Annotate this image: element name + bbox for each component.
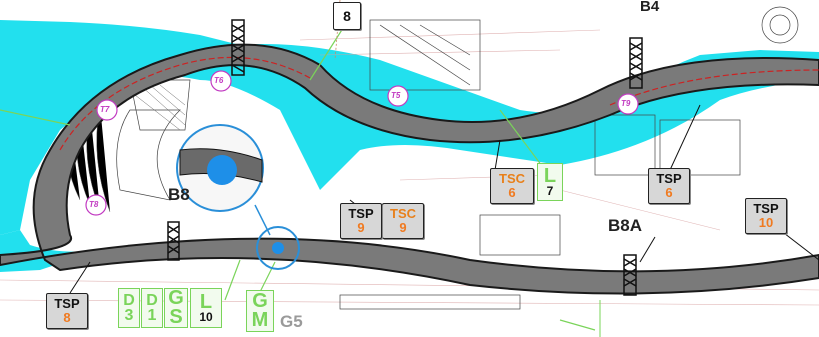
green-tag-l7[interactable]: L 7 [537,163,563,201]
turn-marker-t8: T8 [89,200,99,209]
green-tag-l10[interactable]: L 10 [190,288,222,328]
tsp-label: TSP [54,296,80,312]
turn-marker-t7: T7 [100,105,110,114]
tsc-label: TSC [390,206,416,222]
green-tag-letter: G [252,290,268,312]
green-tag-number: 10 [199,309,213,324]
green-tag-number: 1 [147,307,157,324]
tsc-label: TSC [499,171,525,187]
green-tag-letter: G [168,287,184,309]
tsp-box-10[interactable]: TSP 10 [745,198,787,234]
bridge-2 [629,37,643,89]
sector-label-b8a: B8A [608,216,643,235]
zoom-dot-small [272,242,284,254]
green-tag-d1[interactable]: D 1 [141,288,163,328]
green-tag-number: M [251,309,269,331]
green-tag-letter: D [146,291,158,309]
tsc-number: 6 [508,185,516,200]
zoom-circle-small [256,226,300,270]
sector-label-b4: B4 [640,0,660,15]
green-tag-letter: D [123,291,135,309]
tsp-number: 10 [758,215,774,230]
tsp-number: 6 [665,185,673,200]
tsp-label: TSP [753,201,779,217]
green-tag-d3[interactable]: D 3 [118,288,140,328]
tsp-label: TSP [656,171,682,187]
green-tag-number: 7 [546,183,554,198]
bridge-1 [231,19,245,76]
location-box-number: 8 [343,7,351,24]
sector-label-g5: G5 [280,312,303,331]
bridge-4 [623,254,637,296]
green-tag-number: S [169,306,183,328]
sector-label-b8: B8 [168,185,190,204]
track-edge-red [59,56,311,151]
tsc-box-6[interactable]: TSC 6 [490,168,534,204]
green-tag-letter: L [199,290,213,313]
turn-marker-t5: T5 [391,91,401,100]
tsp-number: 8 [63,310,71,325]
bridge-3 [167,221,180,261]
tsp-box-8[interactable]: TSP 8 [46,293,88,329]
tsp-label: TSP [348,206,374,222]
tsc-box-9[interactable]: TSC 9 [382,203,424,239]
turn-marker-t6-left: T6 [214,76,224,85]
tsc-number: 9 [399,220,407,235]
tsp-box-6[interactable]: TSP 6 [648,168,690,204]
water-lower-left [0,230,100,272]
race-track [0,43,819,295]
green-tag-gm[interactable]: G M [246,290,274,332]
location-box-8[interactable]: 8 [333,2,361,30]
green-tag-letter: L [543,164,557,187]
zoom-dot-large [207,155,237,185]
tsp-box-9[interactable]: TSP 9 [340,203,382,239]
turn-marker-t9: T9 [621,99,631,108]
tsp-number: 9 [357,220,365,235]
green-tag-number: 3 [124,307,134,324]
green-tag-gs[interactable]: G S [164,288,188,328]
